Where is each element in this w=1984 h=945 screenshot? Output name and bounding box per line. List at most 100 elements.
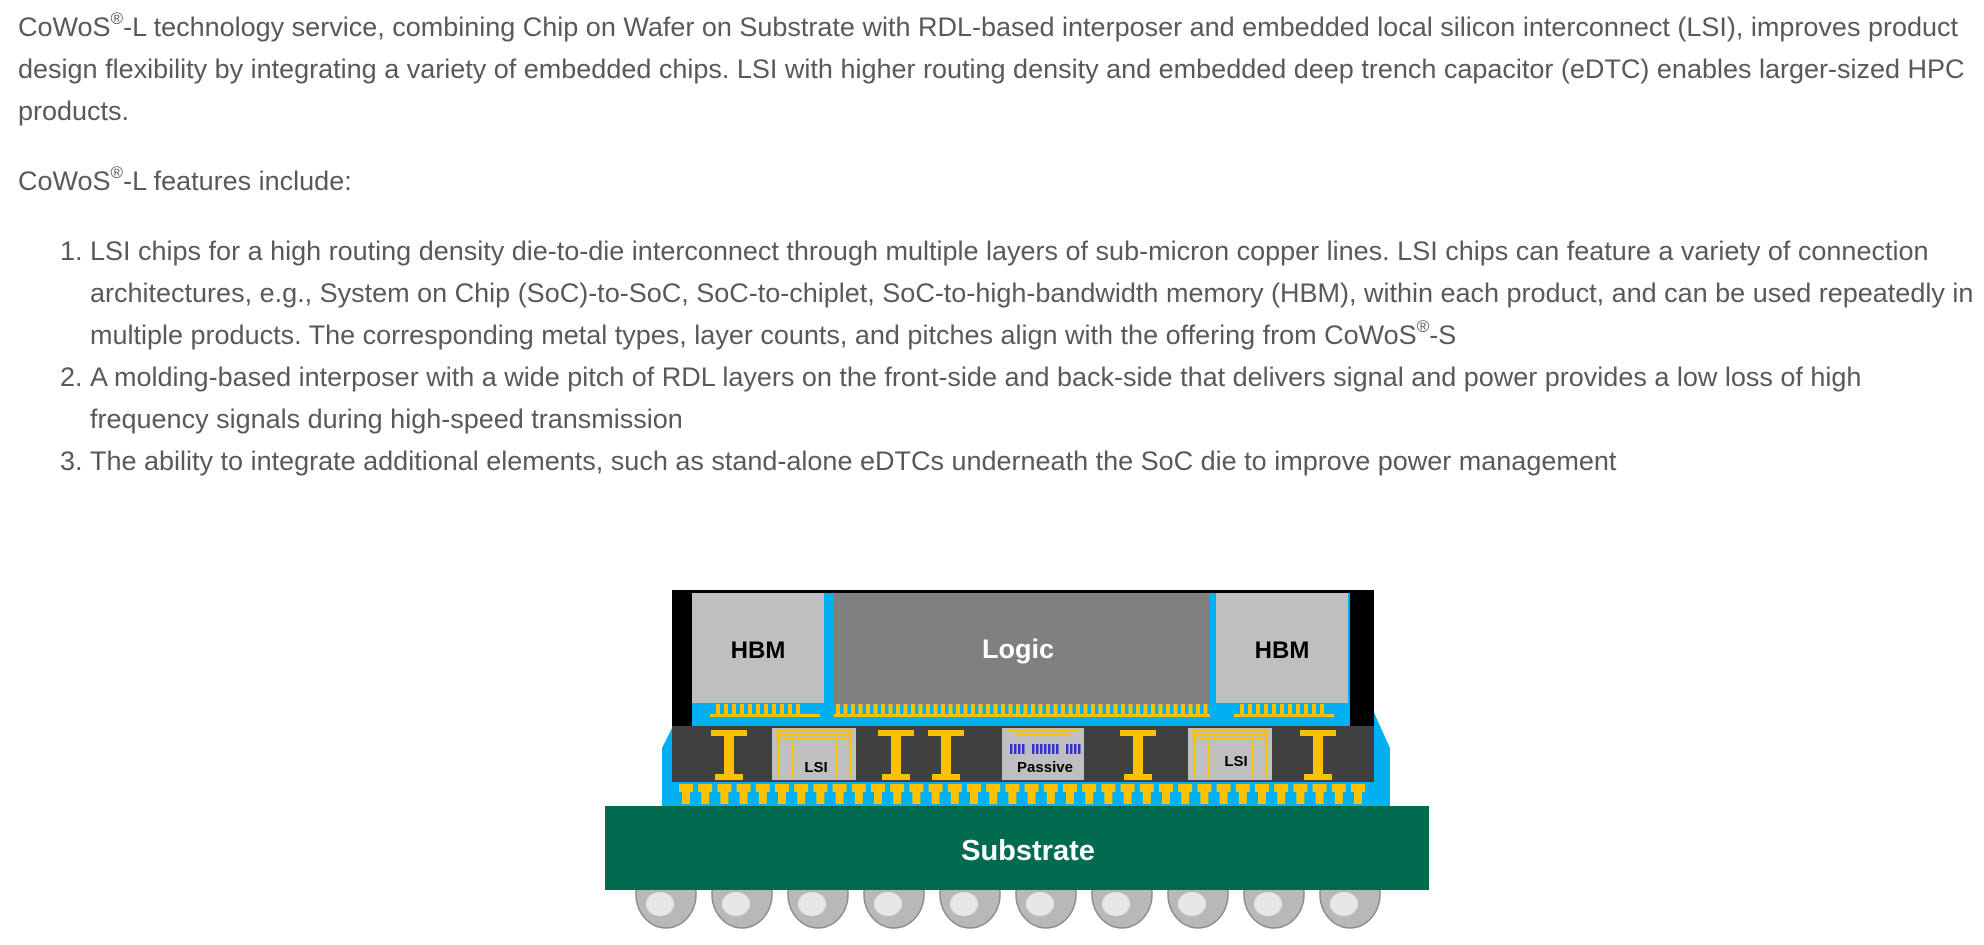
micro-bump: [780, 704, 784, 716]
bottom-bump: [1008, 792, 1017, 804]
bottom-bump-pad: [1101, 784, 1116, 792]
copper-pillar-base: [932, 774, 960, 780]
bottom-bump: [931, 792, 940, 804]
features-reg-mark: ®: [110, 163, 124, 182]
capacitor-stripe: [1052, 744, 1055, 754]
bottom-bump: [778, 792, 786, 804]
micro-bump: [941, 704, 945, 716]
feature-1-text: LSI chips for a high routing density die…: [90, 236, 1974, 350]
bottom-bump-pad: [832, 784, 847, 792]
logic-label: Logic: [982, 634, 1054, 664]
micro-bump: [1248, 704, 1252, 716]
top-edge: [672, 590, 1374, 593]
bottom-bump-pad: [909, 784, 924, 792]
passive-label: Passive: [1017, 759, 1073, 776]
intro-reg-mark: ®: [110, 9, 124, 28]
micro-bump: [1280, 704, 1284, 716]
bottom-bump: [797, 792, 806, 804]
bottom-bump-pad: [1293, 784, 1308, 792]
solder-ball-highlight: [950, 892, 978, 916]
micro-bump: [896, 704, 900, 716]
bottom-bump: [989, 792, 998, 804]
edge-mold-right: [1350, 590, 1374, 740]
capacitor-stripe: [1014, 744, 1017, 754]
bottom-bump-pad: [1351, 784, 1365, 792]
bottom-bump-pad: [755, 784, 770, 792]
bottom-bump-pad: [1024, 784, 1039, 792]
micro-bump: [836, 704, 840, 716]
micro-bump: [1128, 704, 1133, 716]
lsi-routing: [1192, 729, 1268, 778]
capacitor-stripe: [1048, 744, 1051, 754]
hbm-right-label: HBM: [1255, 637, 1310, 664]
intro-brand: CoWoS: [18, 12, 111, 42]
bottom-bump: [682, 792, 690, 804]
hbm-left-label: HBM: [731, 637, 786, 664]
copper-pillar: [891, 730, 901, 780]
micro-bump: [851, 704, 855, 716]
bottom-bump-pad: [871, 784, 885, 792]
bottom-bump: [950, 792, 959, 804]
cowos-l-diagram: HBM Logic HBM LSI Passive LSI Substrate: [600, 588, 1440, 940]
bottom-bump: [1334, 792, 1343, 804]
bottom-bump-pad: [698, 784, 713, 792]
bottom-bump: [1123, 792, 1132, 804]
passive-routing: [1006, 729, 1080, 735]
bottom-bump-pad: [1120, 784, 1135, 792]
article-content: CoWoS®-L technology service, combining C…: [18, 0, 1984, 482]
micro-bump: [926, 704, 930, 716]
micro-bump: [1076, 704, 1080, 716]
micro-bump: [948, 704, 953, 716]
bottom-bump-pad: [1082, 784, 1097, 792]
solder-ball-highlight: [1102, 892, 1130, 916]
micro-bump: [978, 704, 983, 716]
bottom-bump-pad: [1139, 784, 1154, 792]
bottom-bump: [854, 792, 863, 804]
bottom-bump: [1104, 792, 1113, 804]
micro-bump: [1151, 704, 1155, 716]
micro-bump: [1068, 704, 1073, 716]
micro-bump: [1091, 704, 1095, 716]
bottom-bump-pad: [717, 784, 732, 792]
micro-bump: [1188, 704, 1193, 716]
micro-bumps: [710, 704, 1334, 717]
bottom-bump: [1200, 792, 1209, 804]
capacitor-stripe: [1056, 744, 1059, 754]
features-intro-text: -L features include:: [123, 166, 352, 196]
micro-bump: [843, 704, 848, 716]
micro-bump: [933, 704, 938, 716]
micro-bump: [1166, 704, 1170, 716]
bottom-bump-pad: [1005, 784, 1020, 792]
micro-bump: [1098, 704, 1103, 716]
bottom-bump: [1258, 792, 1266, 804]
capacitor-stripe: [1074, 744, 1077, 754]
micro-bump: [1240, 704, 1244, 716]
micro-bump: [971, 704, 975, 716]
bottom-bump: [874, 792, 882, 804]
capacitor-stripe: [1036, 744, 1039, 754]
lsi-right-label: LSI: [1224, 753, 1247, 770]
micro-bump: [740, 704, 744, 716]
bottom-bump-pad: [890, 784, 905, 792]
bottom-bump: [1181, 792, 1190, 804]
features-intro: CoWoS®-L features include:: [18, 160, 1984, 202]
bottom-bump: [1142, 792, 1151, 804]
bottom-bump: [835, 792, 844, 804]
bottom-bump-pad: [736, 784, 751, 792]
bottom-bump: [758, 792, 767, 804]
micro-bump: [1203, 704, 1208, 716]
lsi-left-chip: [772, 728, 856, 780]
capacitor-stripe: [1070, 744, 1073, 754]
micro-bump: [1061, 704, 1065, 716]
micro-bump: [788, 704, 792, 716]
solder-ball-highlight: [722, 892, 750, 916]
bump-pad-row: [710, 714, 820, 717]
micro-bump: [1158, 704, 1163, 716]
bottom-bump: [1219, 792, 1228, 804]
bump-pad-row: [834, 714, 1210, 717]
bottom-bump-pad: [851, 784, 866, 792]
micro-bump: [1008, 704, 1013, 716]
feature-item-1: LSI chips for a high routing density die…: [90, 230, 1984, 356]
bottom-bump: [1296, 792, 1305, 804]
solder-ball-highlight: [1330, 892, 1358, 916]
